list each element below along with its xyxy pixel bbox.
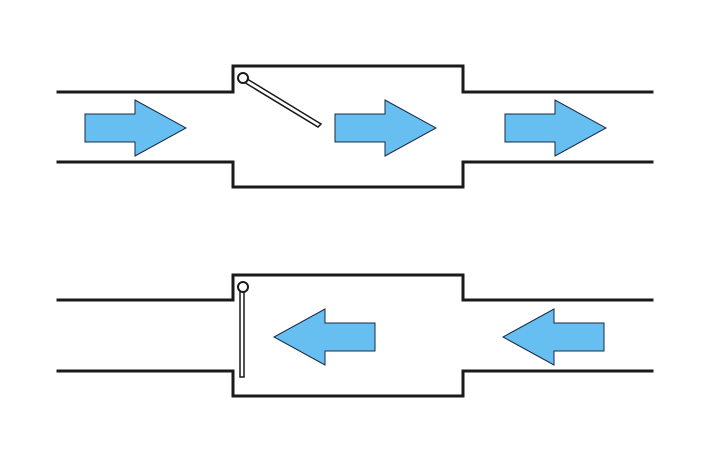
flow-arrow-left-icon [272, 308, 376, 366]
valve-open-panel [56, 64, 654, 189]
valve-closed-panel [56, 273, 654, 398]
pipe-wall-bottom [56, 160, 654, 189]
valve-flap-closed [239, 286, 245, 378]
flow-arrow-left-icon [501, 308, 605, 366]
flow-arrow-right-icon [84, 99, 188, 157]
flow-arrow-right-icon [504, 99, 608, 157]
pipe-wall-top [56, 64, 654, 94]
flow-arrow-right-icon [334, 99, 438, 157]
pipe-wall-top [56, 273, 654, 302]
pipe-wall-bottom [56, 369, 654, 398]
valve-flap-open [239, 76, 323, 128]
hinge-pin-icon [237, 72, 249, 84]
hinge-pin-icon [237, 281, 249, 293]
